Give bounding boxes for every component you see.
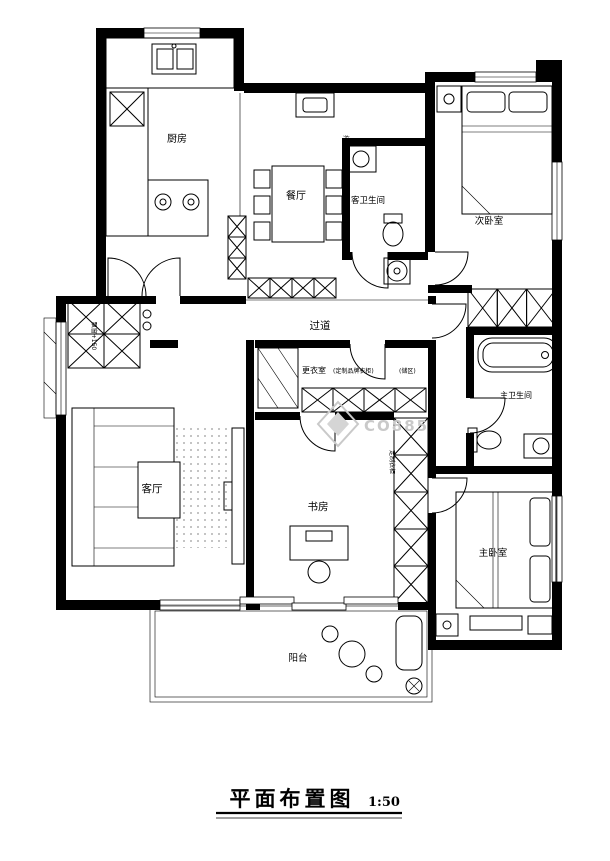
dressing-study-furniture: [257, 347, 428, 603]
second-bed: [461, 85, 553, 215]
guest-bath-sink: [345, 145, 377, 173]
balcony-table: [338, 640, 366, 668]
dressing-door: [349, 343, 386, 380]
console-cabinet: [248, 278, 336, 298]
kitchen-furniture: [106, 37, 235, 237]
dressing-note: (定制品牌衣柜): [333, 367, 374, 375]
dressing-wardrobe: [302, 388, 426, 412]
balcony-chair: [321, 625, 339, 643]
study-door: [299, 415, 336, 452]
doors: [107, 251, 506, 514]
master-bedroom-label: 主卧室: [479, 547, 508, 559]
dining-label: 餐厅: [286, 189, 306, 202]
master-bath-furniture: [467, 337, 559, 459]
sliding-door: [239, 596, 399, 611]
second-bedroom-furniture: [436, 85, 556, 327]
watermark: CO885: [316, 400, 429, 448]
kitchen-sink: [151, 43, 197, 75]
dressing-label: 更衣室: [302, 365, 326, 375]
coffee-table: [137, 461, 181, 519]
master-bed: [455, 491, 557, 609]
master-nightstand: [435, 613, 459, 637]
balcony-label: 阳台: [288, 652, 307, 664]
storage-label: (储区): [399, 367, 416, 375]
second-bedroom-wardrobe: [468, 289, 556, 327]
room-labels: 厨房 餐厅 客卫生间 次卧室 过道 更衣室 (定制品牌衣柜) (储区) 主卫生间…: [90, 132, 532, 664]
bedroom-stool: [527, 615, 553, 635]
drawing-scale: 1:50: [368, 795, 400, 810]
watermark-text: CO885: [364, 417, 429, 435]
desk: [289, 525, 349, 584]
master-bedroom-furniture: [435, 491, 557, 637]
tv: [223, 481, 233, 511]
living-label: 客厅: [142, 482, 163, 495]
balcony-furniture: [149, 596, 433, 703]
master-bedroom-door: [431, 477, 468, 514]
hallway-label: 过道: [310, 319, 331, 332]
washing-machine: [383, 257, 411, 285]
bed-bench: [469, 615, 523, 631]
nightstand: [436, 85, 462, 113]
side-cabinet: [228, 216, 246, 279]
watermark-diamond-inner-icon: [327, 412, 349, 436]
title-block: 平面布置图 1:50: [216, 786, 402, 819]
closet-note: 定制衣柜: [388, 450, 396, 474]
fridge: [110, 92, 144, 126]
drawing-title: 平面布置图: [230, 786, 355, 811]
second-bedroom-label: 次卧室: [475, 215, 504, 227]
master-toilet: [467, 427, 502, 453]
lounge-chair: [395, 615, 423, 671]
watermark-diamond-icon: [316, 400, 360, 448]
second-bedroom-door: [434, 251, 469, 286]
entry-door-right: [141, 257, 181, 297]
study-closet: [394, 418, 428, 603]
dressing-shelf: [257, 347, 299, 409]
master-bath-label: 主卫生间: [500, 390, 532, 400]
kitchen-window: [143, 27, 201, 39]
kitchen-label: 厨房: [167, 132, 187, 145]
bathtub: [477, 337, 559, 373]
cooktop: [147, 179, 209, 237]
guest-bath-furniture: [345, 145, 411, 285]
plant: [405, 677, 423, 695]
tv-cabinet: [231, 427, 245, 565]
bay-window-note: 飘窗+150: [90, 322, 98, 351]
dining-table: [271, 165, 325, 243]
living-balcony-window: [159, 599, 241, 611]
balcony-chair: [365, 665, 383, 683]
guest-bath-label: 客卫生间: [351, 195, 385, 206]
entry-cabinet: [68, 300, 151, 368]
entry-door-left: [107, 257, 147, 297]
second-bedroom-top-window: [474, 71, 537, 83]
dining-furniture: [228, 92, 342, 298]
guest-bath-door: [351, 251, 389, 289]
living-furniture: [68, 300, 245, 567]
vestibule-door: [431, 303, 467, 339]
master-sink: [523, 433, 559, 459]
living-bay-window: [43, 317, 67, 419]
study-label: 书房: [308, 500, 329, 513]
guest-bath-toilet: [382, 213, 404, 247]
windows: [43, 27, 563, 611]
second-bedroom-right-window: [551, 161, 563, 241]
master-bedroom-window: [551, 495, 563, 583]
flue-note: 排烟道: [342, 135, 350, 153]
flue-box: [295, 92, 335, 118]
